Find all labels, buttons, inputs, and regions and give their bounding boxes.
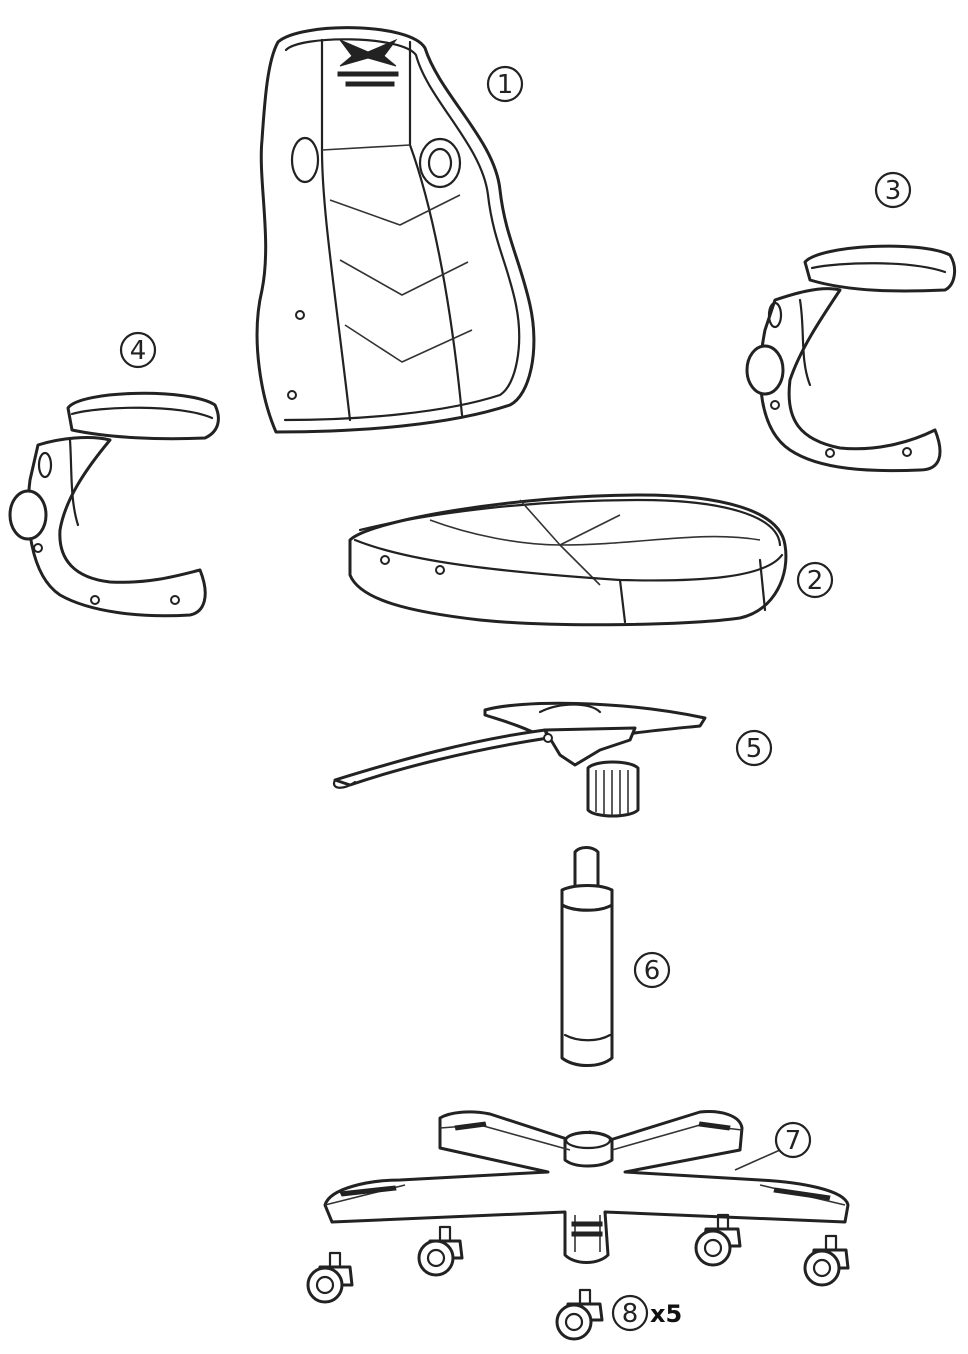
caster xyxy=(803,1234,850,1287)
callout-6: 6 xyxy=(633,951,671,989)
callout-2-label: 2 xyxy=(807,566,824,596)
caster-quantity-label: x5 xyxy=(650,1300,682,1328)
backrest-part xyxy=(255,26,536,434)
callout-7: 7 xyxy=(734,1121,812,1171)
base-part xyxy=(323,1110,850,1264)
caster xyxy=(417,1225,464,1277)
callout-1-label: 1 xyxy=(497,70,514,100)
armrest-left-part xyxy=(8,391,220,618)
callout-6-label: 6 xyxy=(644,956,661,986)
callout-7-label: 7 xyxy=(785,1126,802,1156)
callout-5: 5 xyxy=(735,729,773,767)
callout-8-label: 8 xyxy=(622,1299,639,1329)
caster xyxy=(306,1251,354,1304)
gas-lift-part xyxy=(560,846,614,1067)
callout-3-label: 3 xyxy=(885,176,902,206)
armrest-right-part xyxy=(745,244,957,473)
callout-4: 4 xyxy=(119,331,157,369)
callout-2: 2 xyxy=(796,561,834,599)
seat-part xyxy=(348,493,788,627)
callout-8: 8 x5 xyxy=(611,1294,682,1332)
backrest-logo-icon xyxy=(337,38,399,87)
callout-5-label: 5 xyxy=(746,734,763,764)
caster xyxy=(694,1213,742,1267)
callout-4-label: 4 xyxy=(130,336,147,366)
tilt-mechanism-part xyxy=(332,701,707,818)
caster xyxy=(555,1288,604,1341)
callout-3: 3 xyxy=(874,171,912,209)
callout-1: 1 xyxy=(486,65,524,103)
casters-part xyxy=(306,1213,850,1341)
